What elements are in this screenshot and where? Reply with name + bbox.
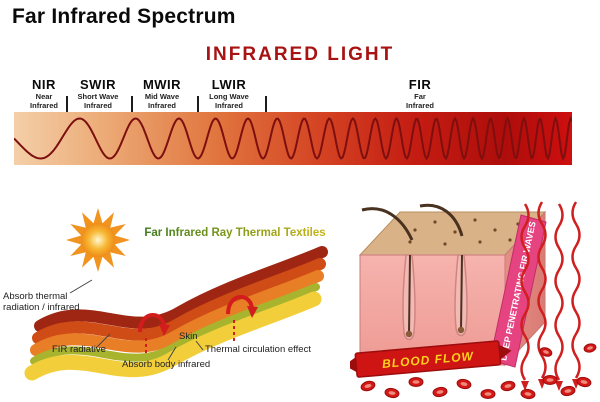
label-absorb-thermal-2: radiation / infrared: [3, 302, 80, 313]
band-sub: Far: [414, 92, 426, 101]
hair-follicle-icon: [361, 207, 416, 341]
page-title: Far Infrared Spectrum: [12, 5, 236, 28]
label-thermal-circulation: Thermal circulation effect: [205, 344, 311, 355]
textile-layer-orange: [30, 270, 324, 356]
textile-illustration: Far Infrared Ray Thermal Textiles Abs: [3, 208, 328, 381]
spectrum-heading: INFRARED LIGHT: [205, 44, 395, 65]
circulation-arrow-icon: [138, 295, 258, 356]
textile-layer-green: [30, 283, 320, 365]
band-abbr: MWIR: [142, 77, 182, 92]
band-sub: Short Wave: [77, 92, 119, 101]
band-sub: Long Wave: [209, 92, 249, 101]
band-sub: Infrared: [30, 101, 58, 110]
pore-dots: [408, 218, 534, 246]
textile-layers: [24, 246, 328, 381]
textile-layer-red: [32, 258, 326, 344]
label-skin: Skin: [179, 331, 197, 342]
skin-front-face: [359, 254, 506, 366]
skin-layer: [24, 291, 322, 381]
skin-cross-section: DEEP PENETRATING FIR WAVES BLOOD FLOW: [350, 201, 597, 400]
spectrum-gradient-bar: [14, 112, 572, 165]
label-absorb-thermal-1: Absorb thermal: [3, 291, 67, 302]
band-abbr: FIR: [408, 77, 432, 92]
band-abbr: NIR: [32, 77, 56, 92]
sun-icon: [66, 208, 130, 272]
band-label-mwir: MWIR Mid Wave Infrared: [132, 77, 192, 110]
band-sub: Near: [35, 92, 53, 101]
band-abbr: LWIR: [211, 77, 247, 92]
blood-cell-icon: [360, 343, 597, 400]
band-label-fir: FIR Far Infrared: [390, 77, 450, 110]
band-label-swir: SWIR Short Wave Infrared: [68, 77, 128, 110]
band-sub: Mid Wave: [144, 92, 180, 101]
label-absorb-body: Absorb body infrared: [122, 359, 210, 370]
label-pointer-lines: [69, 279, 204, 361]
band-sub: Infrared: [148, 101, 176, 110]
spectrum-wave: [14, 115, 572, 161]
band-sub: Infrared: [215, 101, 243, 110]
blood-flow-banner: BLOOD FLOW: [350, 340, 512, 378]
band-label-nir: NIR Near Infrared: [14, 77, 74, 110]
chirp-wave-line: [14, 115, 572, 161]
textile-title: Far Infrared Ray Thermal Textiles: [144, 227, 325, 239]
textile-layer-darkred: [34, 246, 328, 332]
band-sub: Infrared: [84, 101, 112, 110]
label-fir-radiative: FIR radiative: [52, 344, 106, 355]
hair-follicle-icon: [419, 203, 468, 337]
band-sub: Infrared: [406, 101, 434, 110]
band-label-lwir: LWIR Long Wave Infrared: [199, 77, 259, 110]
band-abbr: SWIR: [80, 77, 116, 92]
fir-wave-icon: [520, 201, 581, 381]
